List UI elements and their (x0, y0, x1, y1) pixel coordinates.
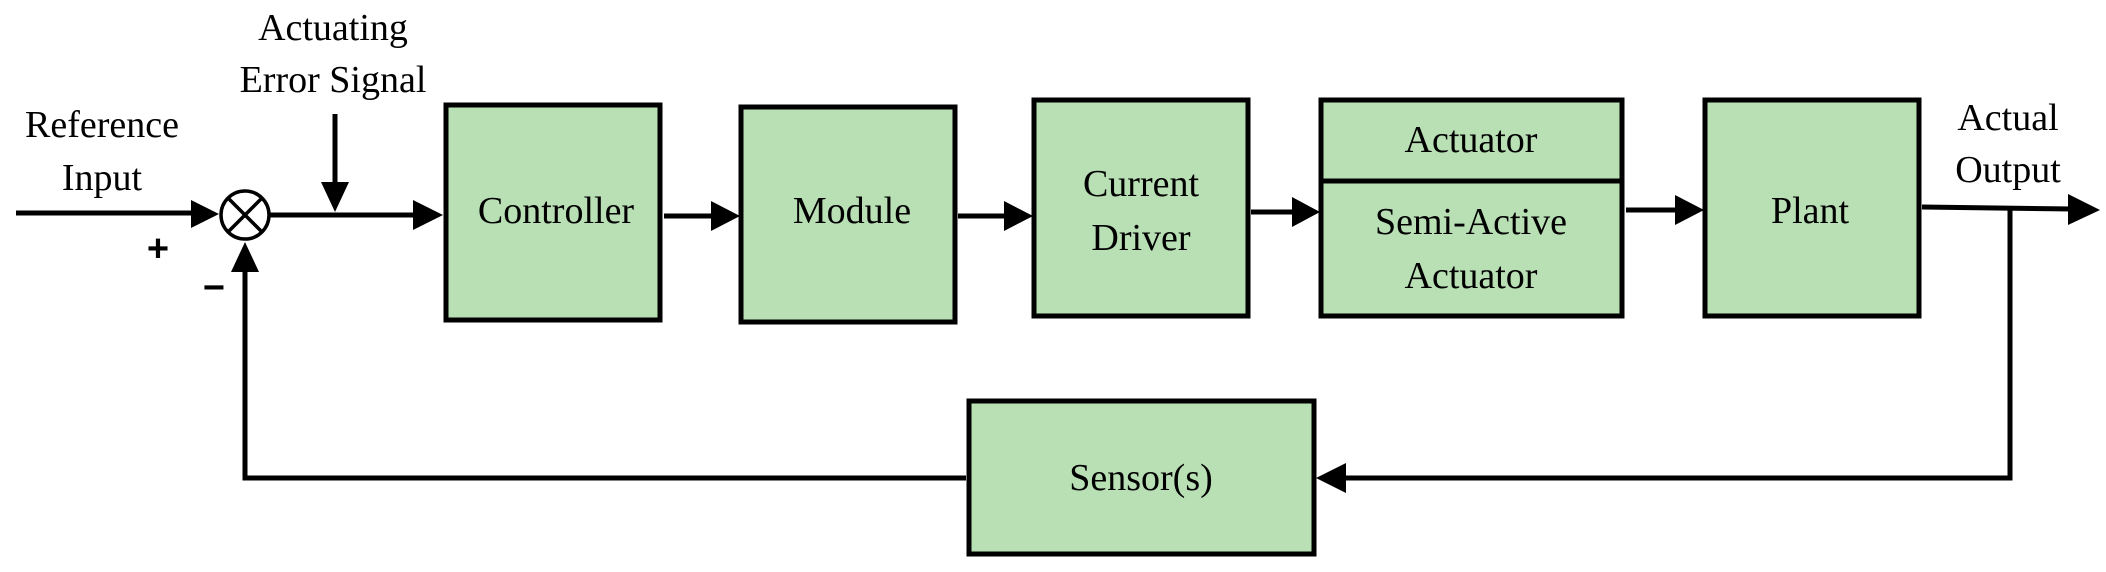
plant-block (1702, 97, 1922, 319)
module-to-driver-arrowhead (1004, 201, 1033, 231)
actual-output-line (1921, 204, 2073, 212)
plus-sign: + (147, 228, 169, 270)
controller-label: Controller (478, 190, 635, 232)
reference-input-label-line2: Input (62, 157, 143, 199)
controller-block (443, 102, 663, 323)
error-signal-pointer-arrowhead (321, 182, 349, 212)
feedback-arrowhead (231, 242, 259, 272)
actuator-label: Actuator (1405, 119, 1538, 161)
plant-label: Plant (1771, 190, 1850, 232)
reference-input-label-line1: Reference (25, 104, 179, 146)
minus-sign: − (203, 267, 225, 309)
actual-output-label-line2: Output (1955, 149, 2061, 191)
module-block (738, 104, 958, 325)
actuator-group-block (1318, 97, 1625, 319)
output-to-sensor-arrowhead (1316, 463, 1346, 493)
error-signal-label-line2: Error Signal (240, 59, 427, 101)
error-signal-arrowhead (413, 200, 443, 230)
controller-to-module-arrowhead (711, 201, 740, 231)
semi-active-label-line1: Semi-Active (1375, 201, 1567, 243)
summing-junction (219, 189, 271, 241)
module-label: Module (793, 190, 911, 232)
sensors-label: Sensor(s) (1069, 457, 1213, 499)
driver-to-actuator-arrowhead (1292, 197, 1320, 227)
current-driver-block (1031, 97, 1251, 319)
current-driver-label-line2: Driver (1091, 217, 1191, 259)
sensors-block (966, 398, 1317, 557)
actual-output-label-line1: Actual (1957, 97, 2058, 139)
semi-active-label-line2: Actuator (1405, 255, 1538, 297)
reference-input-arrowhead (191, 200, 219, 228)
actuator-to-plant-arrowhead (1675, 195, 1704, 225)
actual-output-arrowhead (2068, 194, 2100, 225)
error-signal-label-line1: Actuating (258, 7, 408, 49)
output-to-sensor-line (1340, 208, 2013, 481)
sensor-feedback-line (242, 268, 966, 481)
current-driver-label-line1: Current (1083, 163, 1200, 205)
